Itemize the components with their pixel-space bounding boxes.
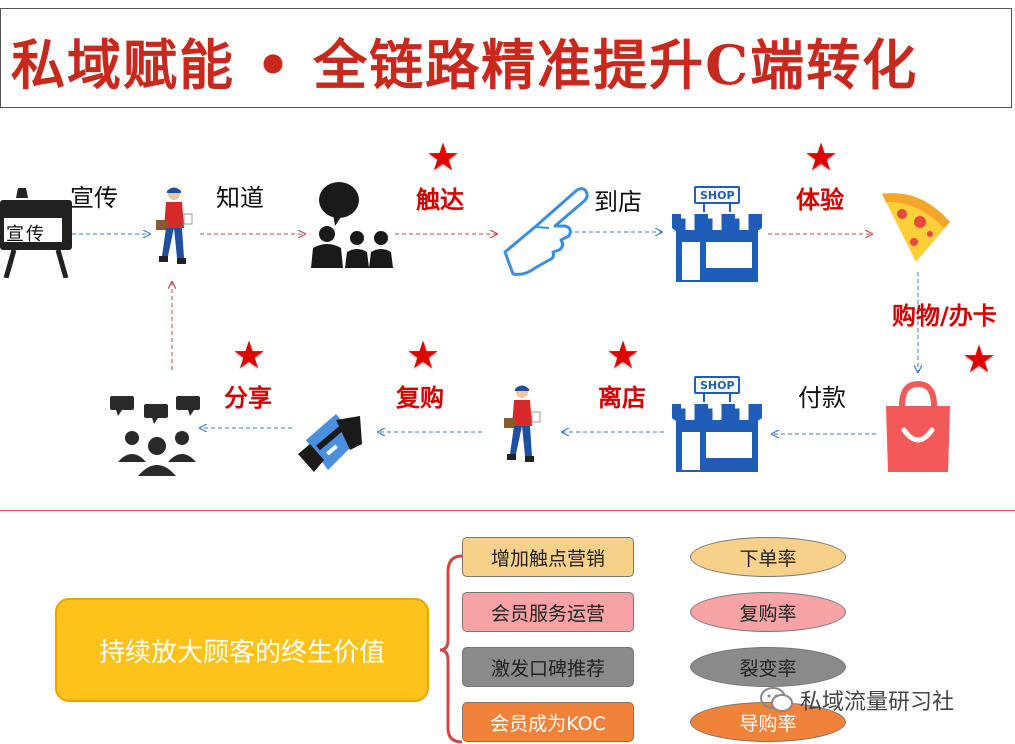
star-icon-purchase: ★	[962, 337, 997, 381]
shop-icon-2: SHOP	[672, 376, 762, 472]
section-divider	[0, 510, 1015, 511]
shop-icon: SHOP	[672, 186, 762, 282]
label-arrive: 到店	[594, 188, 642, 216]
label-pay: 付款	[798, 384, 846, 412]
star-icon-reach: ★	[426, 135, 461, 179]
pointing-hand-icon	[495, 182, 595, 282]
card-handshake-icon	[296, 410, 366, 480]
star-icon-experience: ★	[804, 135, 839, 179]
metric-item-3: 导购率	[690, 702, 846, 742]
page-title: 私域赋能 • 全链路精准提升C端转化	[11, 33, 919, 97]
label-repurchase: 复购	[396, 384, 444, 412]
action-item-2: 激发口碑推荐	[462, 647, 634, 687]
group-discussion-icon	[110, 396, 204, 478]
label-share: 分享	[224, 384, 272, 412]
shopping-bag-icon	[882, 378, 954, 474]
label-know: 知道	[216, 184, 264, 212]
pizza-icon	[880, 192, 952, 264]
bracket	[439, 554, 463, 744]
metric-item-2: 裂变率	[690, 647, 846, 687]
shop-sign-text-2: SHOP	[700, 379, 735, 392]
star-icon-leave: ★	[606, 333, 641, 377]
metric-item-0: 下单率	[690, 537, 846, 577]
publicity-board-icon: 宣传	[0, 188, 74, 279]
wechat-icon	[760, 687, 793, 712]
people-speech-icon	[305, 178, 397, 270]
title-banner: 私域赋能 • 全链路精准提升C端转化	[0, 8, 1012, 108]
label-reach: 触达	[416, 186, 464, 214]
star-icon-share: ★	[232, 333, 267, 377]
action-item-3: 会员成为KOC	[462, 702, 634, 742]
watermark-text: 私域流量研习社	[800, 690, 955, 715]
courier-icon	[150, 184, 200, 280]
label-purchase: 购物/办卡	[892, 302, 997, 330]
action-item-0: 增加触点营销	[462, 537, 634, 577]
lifetime-value-box: 持续放大顾客的终生价值	[55, 598, 429, 702]
courier-icon-2	[498, 382, 548, 478]
flow-arrows	[72, 0, 1015, 510]
shop-sign-text: SHOP	[700, 189, 735, 202]
watermark: 私域流量研习社	[760, 684, 954, 716]
label-experience: 体验	[796, 186, 844, 214]
metric-item-1: 复购率	[690, 592, 846, 632]
label-publicity: 宣传	[70, 184, 118, 212]
action-item-1: 会员服务运营	[462, 592, 634, 632]
label-leave: 离店	[598, 384, 646, 412]
star-icon-repurchase: ★	[406, 333, 441, 377]
publicity-board-text: 宣传	[6, 224, 46, 245]
